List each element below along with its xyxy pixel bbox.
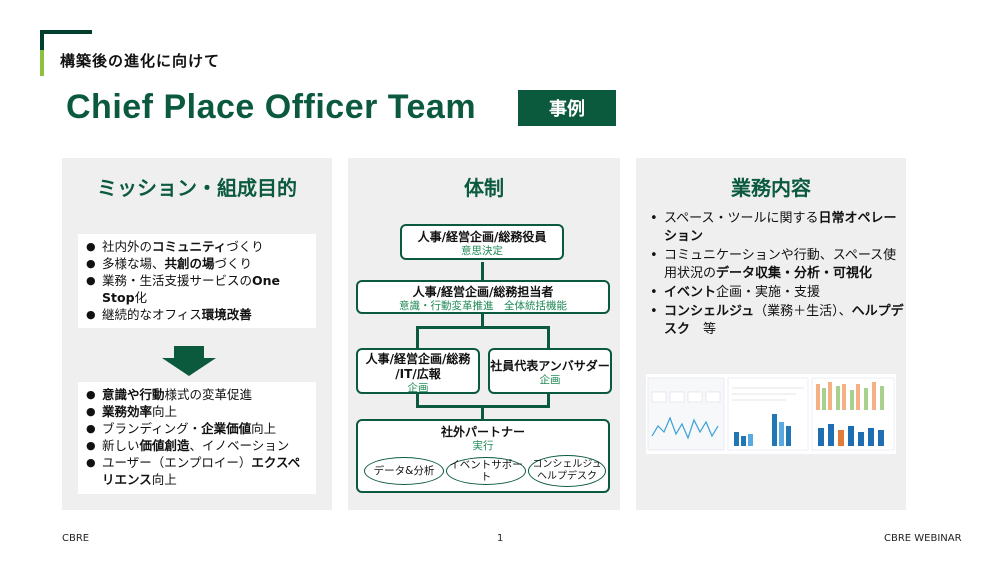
slide-title: Chief Place Officer Team <box>66 88 477 126</box>
org-box-staff: 人事/経営企画/総務担当者 意識・行動変革推進 全体統括機能 <box>356 280 610 314</box>
list-item: コンシェルジュ（業務＋生活）、ヘルプデスク 等 <box>648 303 904 339</box>
list-item-emphasis: 環境改善 <box>201 307 252 322</box>
list-item-emphasis: イベント <box>664 285 717 300</box>
org-box-role: 企画 <box>407 382 429 394</box>
list-item-text: づくり <box>226 239 264 254</box>
page-number: 1 <box>497 533 504 544</box>
list-item-text: 様式の変革促進 <box>164 387 253 402</box>
purpose-list: 意識や行動様式の変革促進業務効率向上ブランディング・企業価値向上新しい価値創造、… <box>86 386 308 488</box>
connector-line <box>416 326 419 348</box>
list-item-text: スペース・ツールに関する <box>664 211 819 226</box>
org-box-role: 企画 <box>539 374 561 386</box>
list-item-text: 化 <box>134 290 148 305</box>
mission-heading: ミッション・組成目的 <box>97 176 297 200</box>
oval-data-analysis: データ&分析 <box>364 457 444 485</box>
list-item: ブランディング・企業価値向上 <box>86 420 308 437</box>
connector-line <box>547 326 550 348</box>
list-item: 社内外のコミュニティづくり <box>86 238 308 255</box>
list-item: 多様な場、共創の場づくり <box>86 255 308 272</box>
list-item-text: コミュニケーションや行動、スペース使用状況の <box>664 248 897 281</box>
list-item: 継続的なオフィス環境改善 <box>86 306 308 323</box>
org-box-title: 社員代表アンバサダー <box>490 359 610 373</box>
oval-event-support: イベントサポート <box>446 457 526 485</box>
list-item-text: 社内外の <box>102 239 153 254</box>
list-item-text: 向上 <box>251 421 277 436</box>
list-item-text: 向上 <box>152 404 178 419</box>
connector-line <box>481 314 484 328</box>
list-item-text: 多様な場、 <box>102 256 165 271</box>
connector-line <box>547 394 550 408</box>
org-box-title: 人事/経営企画/総務 <box>365 352 471 366</box>
list-item-emphasis: エクスペリエンス <box>102 455 301 487</box>
list-item-emphasis: 業務効率 <box>102 404 153 419</box>
list-item-text: 継続的なオフィス <box>102 307 202 322</box>
org-box-departments: 人事/経営企画/総務 /IT/広報 企画 <box>356 348 480 394</box>
slide-subtitle: 構築後の進化に向けて <box>60 52 221 70</box>
org-box-title: 社外パートナー <box>440 425 525 439</box>
purpose-list-box: 意識や行動様式の変革促進業務効率向上ブランディング・企業価値向上新しい価値創造、… <box>78 382 316 494</box>
list-item-text: 業務・生活支援サービスの <box>102 273 253 288</box>
oval-concierge: コンシェルジュ ヘルプデスク <box>528 455 606 487</box>
list-item-text: ユーザー（エンプロイー） <box>102 455 252 470</box>
list-item-text: 企画・実施・支援 <box>716 285 821 300</box>
connector-line <box>481 405 484 419</box>
list-item-emphasis: 日常オペレーション <box>664 211 897 244</box>
list-item: コミュニケーションや行動、スペース使用状況のデータ収集・分析・可視化 <box>648 247 904 283</box>
list-item-emphasis: 価値創造 <box>139 438 190 453</box>
org-box-ambassador: 社員代表アンバサダー 企画 <box>488 348 612 394</box>
footer-webinar: CBRE WEBINAR <box>884 533 962 544</box>
mission-panel: ミッション・組成目的 社内外のコミュニティづくり多様な場、共創の場づくり業務・生… <box>62 158 332 510</box>
mission-list-box: 社内外のコミュニティづくり多様な場、共創の場づくり業務・生活支援サービスのOne… <box>78 234 316 328</box>
org-box-role: 実行 <box>472 440 494 452</box>
list-item-emphasis: 意識や行動 <box>102 387 165 402</box>
list-item-text: づくり <box>214 256 253 271</box>
list-item-text: 、イノベーション <box>189 438 290 453</box>
list-item-emphasis: ヘルプデスク <box>664 304 904 337</box>
list-item-text: 向上 <box>151 472 177 487</box>
list-item-text: ブランディング・ <box>102 421 202 436</box>
mission-list-top: 社内外のコミュニティづくり多様な場、共創の場づくり業務・生活支援サービスのOne… <box>86 238 308 323</box>
list-item-emphasis: 共創の場 <box>164 256 215 271</box>
list-item: イベント企画・実施・支援 <box>648 284 904 302</box>
list-item: 新しい価値創造、イノベーション <box>86 437 308 454</box>
corner-accent-green <box>40 50 44 76</box>
connector-line <box>416 326 550 329</box>
corner-accent-top <box>40 30 92 34</box>
list-item-text: （業務＋生活）、 <box>754 304 852 319</box>
work-list: スペース・ツールに関する日常オペレーションコミュニケーションや行動、スペース使用… <box>648 210 904 340</box>
list-item: 業務効率向上 <box>86 403 308 420</box>
list-item-text: 等 <box>690 322 717 337</box>
org-box-title: 人事/経営企画/総務担当者 <box>412 285 554 299</box>
connector-line <box>416 394 419 408</box>
org-box-title: 人事/経営企画/総務役員 <box>417 230 547 244</box>
list-item-emphasis: データ収集・分析・可視化 <box>716 266 873 281</box>
list-item: スペース・ツールに関する日常オペレーション <box>648 210 904 246</box>
org-box-role: 意識・行動変革推進 全体統括機能 <box>399 300 567 312</box>
list-item-text: 新しい <box>102 438 140 453</box>
case-badge: 事例 <box>518 90 616 126</box>
structure-heading: 体制 <box>464 176 504 200</box>
work-panel: 業務内容 スペース・ツールに関する日常オペレーションコミュニケーションや行動、ス… <box>636 158 906 510</box>
list-item-emphasis: コンシェルジュ <box>664 304 755 319</box>
list-item: ユーザー（エンプロイー）エクスペリエンス向上 <box>86 454 308 488</box>
org-box-partners: 社外パートナー 実行 データ&分析 イベントサポート コンシェルジュ ヘルプデス… <box>356 419 610 493</box>
footer-brand: CBRE <box>62 533 90 544</box>
list-item-emphasis: コミュニティ <box>152 239 227 254</box>
dashboard-thumbnail <box>646 374 896 454</box>
org-box-title: /IT/広報 <box>395 367 441 381</box>
org-box-role: 意思決定 <box>461 245 503 257</box>
connector-line <box>481 262 484 280</box>
work-heading: 業務内容 <box>731 176 811 200</box>
structure-panel: 体制 人事/経営企画/総務役員 意思決定 人事/経営企画/総務担当者 意識・行動… <box>348 158 620 510</box>
list-item: 業務・生活支援サービスのOne Stop化 <box>86 272 308 306</box>
list-item-emphasis: 企業価値 <box>201 421 252 436</box>
list-item: 意識や行動様式の変革促進 <box>86 386 308 403</box>
list-item-emphasis: One Stop <box>102 273 281 305</box>
org-box-executives: 人事/経営企画/総務役員 意思決定 <box>400 224 564 260</box>
